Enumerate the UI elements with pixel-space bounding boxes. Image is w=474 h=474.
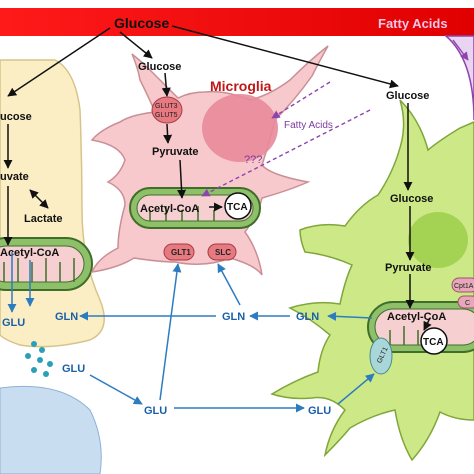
neuron-mitochondrion — [0, 237, 93, 291]
black-pathway-arrows — [3, 25, 432, 331]
microglia-title: Microglia — [210, 78, 272, 94]
microglia-glucose-label: Glucose — [138, 61, 181, 73]
astrocyte-cpt-cut-label: C — [465, 300, 470, 307]
glu-gln-arrows — [7, 252, 375, 413]
neuron-acetyl-coa-label: Acetyl-CoA — [0, 247, 59, 259]
astrocyte-pyruvate-label: Pyruvate — [385, 262, 431, 274]
astrocyte-nucleus — [408, 212, 468, 268]
astrocyte-tca-cycle — [420, 327, 448, 355]
neuron-lactate-label: Lactate — [24, 213, 63, 225]
microglia-nucleus — [202, 94, 278, 162]
microglia-tca-label: TCA — [227, 202, 248, 213]
microglia-question-label: ??? — [244, 154, 262, 166]
neuron-glucose-label: ucose — [0, 111, 32, 123]
extracellular-glu-right-label: GLU — [308, 405, 331, 417]
microglia-tca-cycle — [224, 192, 252, 220]
microglia-slc-transporter: SLC — [207, 243, 237, 261]
banner-glucose-label: Glucose — [114, 15, 169, 31]
astrocyte-cpt1a-label: Cpt1A — [454, 283, 474, 290]
astrocyte-glucose-top-label: Glucose — [386, 90, 429, 102]
glut5-label: GLUT5 — [155, 112, 178, 119]
microglia-acetyl-coa-label: Acetyl-CoA — [140, 203, 199, 215]
microglia-glt1-label: GLT1 — [171, 248, 191, 257]
neuron-cell-body — [0, 59, 105, 348]
top-banner — [0, 8, 474, 36]
neuron-pyruvate-label: uvate — [0, 171, 29, 183]
astrocyte-acetyl-coa-label: Acetyl-CoA — [387, 311, 446, 323]
neuron-gln-label: GLN — [55, 311, 78, 323]
astrocyte-glucose-mid-label: Glucose — [390, 193, 433, 205]
microglia-slc-label: SLC — [215, 248, 231, 257]
microglia-fatty-acids-label: Fatty Acids — [284, 120, 333, 131]
banner-fatty-acids-label: Fatty Acids — [378, 16, 448, 31]
extracellular-glu-bottom-label: GLU — [144, 405, 167, 417]
extracellular-glu-left-label: GLU — [62, 363, 85, 375]
glut-transporter: GLUT3 GLUT5 — [151, 96, 183, 124]
lower-left-cell — [0, 385, 102, 474]
glu-vesicle-dots — [25, 341, 53, 377]
extracellular-gln-right-label: GLN — [296, 311, 319, 323]
astrocyte-cpt1a-transporter: Cpt1A C — [451, 277, 474, 309]
microglia-glt1-transporter: GLT1 — [163, 243, 195, 261]
fatty-acid-arrows — [201, 39, 469, 197]
extracellular-gln-mid-label: GLN — [222, 311, 245, 323]
microglia-pyruvate-label: Pyruvate — [152, 146, 198, 158]
glut3-label: GLUT3 — [155, 103, 178, 110]
astrocyte-cell-body — [270, 99, 474, 462]
astrocyte-glt1-transporter: GLT1 — [369, 337, 393, 375]
astrocyte-tca-label: TCA — [423, 337, 444, 348]
neuron-glu-label: GLU — [2, 317, 25, 329]
